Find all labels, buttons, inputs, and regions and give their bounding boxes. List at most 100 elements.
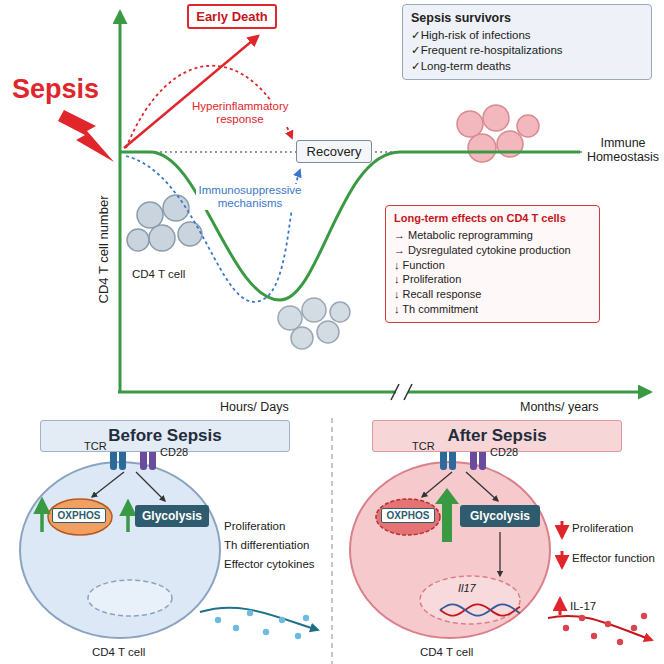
text-label: CD4 T cell [130,268,187,281]
cell-clusters-part [127,229,149,251]
text-label: CD28 [490,446,518,459]
text-label: Immune Homeostasis [586,136,660,165]
t-cell-after-part [559,599,562,615]
box-text: ↓ Proliferation [394,272,591,287]
chart-axes-part [119,12,122,392]
t-cell-before-part-part [279,617,285,623]
cell-clusters-part [137,202,163,228]
immunosuppression-curve-part [126,156,300,302]
box-text: ↓ Recall response [394,287,591,302]
cell-clusters-part [330,302,350,322]
text-label: Proliferation [224,520,285,533]
t-cell-after-part [420,576,520,624]
t-cell-before-part [40,500,44,532]
box-heading: Early Death [195,9,269,24]
chart-axes-part [404,384,412,400]
text-label: TCR [412,440,435,453]
lightning-bolt-part [58,110,114,162]
text-label: Months/ years [520,400,599,414]
cell-clusters-part [149,225,175,251]
panel-divider [332,418,333,664]
box-text: ✓Frequent re-hospitalizations [411,43,643,59]
t-cell-before-part [88,580,172,616]
lightning-bolt [58,110,114,162]
box-text: → Dysregulated cytokine production [394,243,591,258]
t-cell-after-part [350,462,550,638]
chart-axes-part [118,391,650,394]
text-label: CD4 T cell [92,646,145,659]
axis-title: CD4 T cell number [97,179,112,319]
early-death-arrow [124,36,258,148]
oxphos-box: OXPHOS [52,508,106,523]
cell-clusters-part [483,105,509,131]
outcome-box: Recovery [296,140,372,163]
t-cell-after-part-part [579,615,585,621]
outcome-box: Early Death [187,4,277,29]
t-cell-after-part-part [605,621,611,627]
text-label: Effector cytokines [224,558,315,571]
t-cell-before-part [200,608,318,630]
t-cell-before-part [20,462,220,638]
text-label: CD28 [160,446,188,459]
t-cell-after-part [499,532,500,576]
box-heading: OXPHOS [385,510,431,521]
box-text: → Metabolic reprogramming [394,228,591,243]
text-label: Effector function [572,552,655,565]
t-cell-after-part [563,613,647,645]
box-heading: Before Sepsis [47,426,283,446]
t-cell-before-part-part [247,610,253,616]
box-text: ↓ Function [394,258,591,273]
box-text: ↓ Th commitment [394,302,591,317]
t-cell-after-part-part [440,604,520,615]
t-cell-before-part-part [295,633,301,639]
t-cell-before-part-part [303,615,309,621]
info-box: Sepsis survivors✓High-risk of infections… [402,4,652,80]
text-label: CD4 T cell [420,646,473,659]
cell-clusters-part [278,306,302,330]
t-cell-after-part-part [591,633,597,639]
t-cell-before-part [92,472,124,497]
t-cell-before-part [48,499,112,535]
info-box: Long-term effects on CD4 T cells → Metabo… [385,205,600,323]
glycolysis-box: Glycolysis [135,505,209,527]
text-label: Il17 [458,582,476,595]
t-cell-after-part-part [617,639,623,645]
t-cell-after-part [561,551,564,567]
box-text: ✓High-risk of infections [411,28,643,44]
chart-axes-part [391,384,399,400]
t-cell-before-part [136,472,165,501]
text-label: Hyperinflammatory response [190,100,290,126]
oxphos-box: OXPHOS [381,508,435,523]
t-cell-after-part [440,604,520,615]
text-label: IL-17 [570,600,596,613]
cell-clusters-part [317,321,339,343]
t-cell-before-part [215,610,309,639]
t-cell-after-part-part [631,625,637,631]
t-cell-before [20,436,318,639]
box-heading: Recovery [303,144,365,159]
box-heading: Long-term effects on CD4 T cells [394,211,591,226]
text-label: Immunosuppressive mechanisms [196,184,304,210]
t-cell-after-part [435,488,459,542]
t-cell-after-part-part [563,625,569,631]
immunosuppression-curve [126,156,300,302]
t-cell-after-part [376,499,440,535]
text-label: Proliferation [572,522,633,535]
box-heading: Glycolysis [140,509,204,523]
cell-clusters-part [468,134,496,162]
cell-clusters-part [517,115,539,137]
box-text: ✓Long-term deaths [411,59,643,75]
cell-clusters-part [457,111,483,137]
t-cell-after-part-part [440,604,520,615]
text-label: Th differentiation [224,539,309,552]
glycolysis-box: Glycolysis [460,505,540,527]
cell-clusters-part [302,298,326,322]
t-cell-after-part-part [641,613,647,619]
t-cell-after-part [561,521,564,537]
panel-divider-part [331,418,332,664]
early-death-arrow-part [124,36,258,148]
t-cell-before-part-part [263,629,269,635]
t-cell-before-part-part [233,625,239,631]
